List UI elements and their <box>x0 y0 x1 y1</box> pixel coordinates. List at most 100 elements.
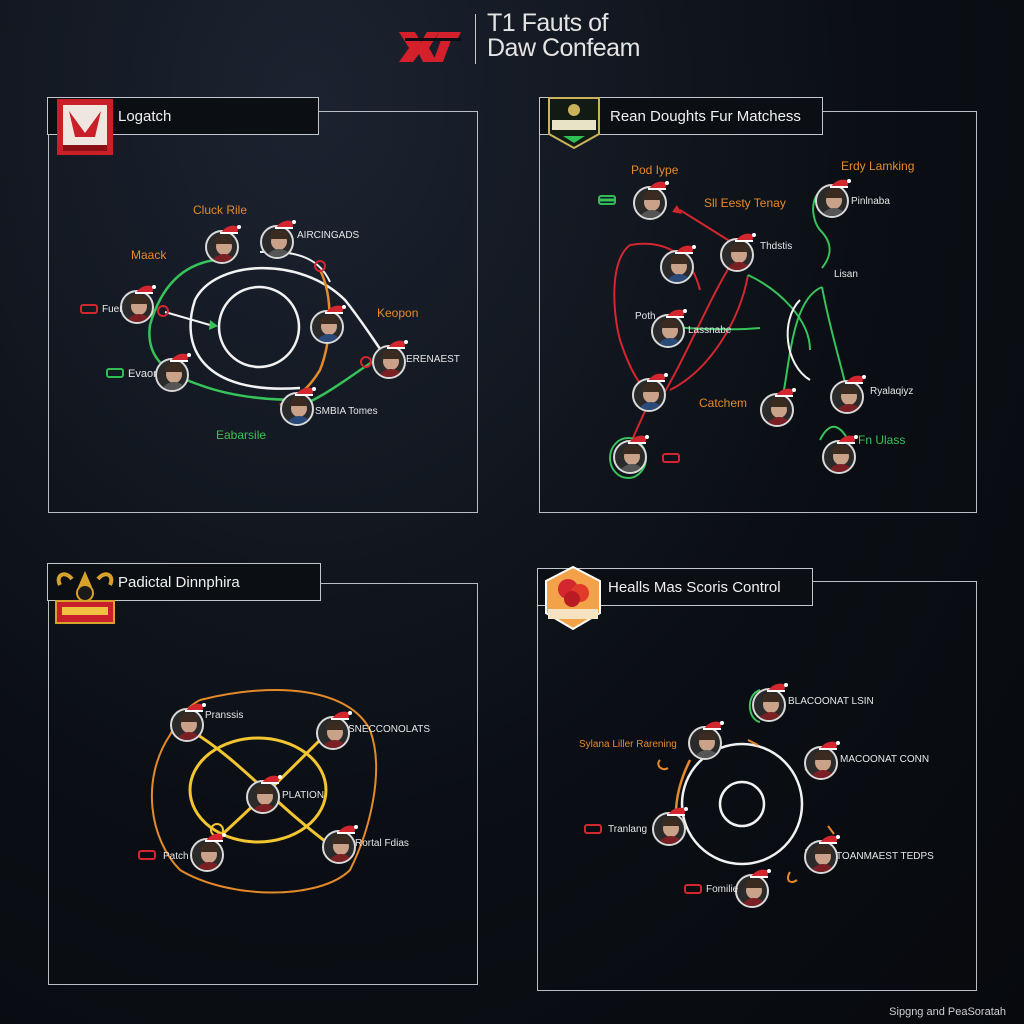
player-node[interactable] <box>205 230 239 264</box>
santa-hat-icon <box>767 683 788 692</box>
panel-title-text: Rean Doughts Fur Matchess <box>610 107 801 125</box>
player-node[interactable] <box>120 290 154 324</box>
node-label: Erdy Lamking <box>841 159 915 173</box>
node-label: SNECCONOLATS <box>348 724 431 735</box>
node-label: Fuer <box>102 304 123 315</box>
node-label: Thdstis <box>760 241 793 252</box>
panel-healls <box>537 581 977 991</box>
header-divider <box>475 14 476 64</box>
player-node[interactable] <box>830 380 864 414</box>
page-header: T1 Fauts of Daw Confeam <box>395 8 655 68</box>
player-node[interactable] <box>613 440 647 474</box>
player-node[interactable] <box>280 392 314 426</box>
panel-title-text: Logatch <box>118 107 172 125</box>
node-label: ERENAEST <box>406 354 460 365</box>
t1-logo-icon <box>399 32 461 62</box>
page-title: T1 Fauts of Daw Confeam <box>487 11 640 61</box>
player-node[interactable] <box>260 225 294 259</box>
player-node[interactable] <box>752 688 786 722</box>
santa-hat-icon <box>667 807 688 816</box>
footer-credit: Sipgng and PeaSoratah <box>889 1006 1006 1018</box>
node-label: BLACOONAT LSIN <box>788 696 874 707</box>
node-label: MACOONAT CONN <box>840 754 930 765</box>
node-label: PLATION <box>282 790 325 801</box>
santa-hat-icon <box>261 775 282 784</box>
node-label: Pod Iype <box>631 163 679 177</box>
player-node[interactable] <box>246 780 280 814</box>
team-badge-red-icon <box>57 99 113 155</box>
santa-hat-icon <box>845 375 866 384</box>
player-node[interactable] <box>651 314 685 348</box>
santa-hat-icon <box>647 373 668 382</box>
santa-hat-icon <box>775 388 796 397</box>
title-line-2: Daw Confeam <box>487 34 640 62</box>
santa-hat-icon <box>750 869 771 878</box>
santa-hat-icon <box>675 245 696 254</box>
santa-hat-icon <box>220 225 241 234</box>
node-label: Pinlnaba <box>851 196 890 207</box>
santa-hat-icon <box>275 220 296 229</box>
player-node[interactable] <box>633 186 667 220</box>
red-marker-icon <box>662 453 680 463</box>
santa-hat-icon <box>735 233 756 242</box>
player-node[interactable] <box>660 250 694 284</box>
player-node[interactable] <box>155 358 189 392</box>
player-node[interactable] <box>652 812 686 846</box>
santa-hat-icon <box>837 435 858 444</box>
santa-hat-icon <box>325 305 346 314</box>
red-marker-icon <box>138 850 156 860</box>
player-node[interactable] <box>632 378 666 412</box>
player-node[interactable] <box>688 726 722 760</box>
player-node[interactable] <box>322 830 356 864</box>
node-label: Lassnabe <box>688 325 732 336</box>
player-node[interactable] <box>190 838 224 872</box>
red-marker-icon <box>80 304 98 314</box>
player-node[interactable] <box>720 238 754 272</box>
node-label: Lisan <box>834 269 858 280</box>
santa-hat-icon <box>387 340 408 349</box>
player-node[interactable] <box>815 184 849 218</box>
team-badge-green-icon <box>548 97 600 150</box>
node-label: AIRCINGADS <box>297 230 360 241</box>
node-label: TOANMAEST TEDPS <box>836 851 934 862</box>
red-marker-icon <box>684 884 702 894</box>
player-node[interactable] <box>804 840 838 874</box>
santa-hat-icon <box>331 711 352 720</box>
green-marker-icon <box>106 368 124 378</box>
node-label: Poth <box>635 311 656 322</box>
santa-hat-icon <box>337 825 358 834</box>
node-label: Rortal Fdias <box>355 838 409 849</box>
santa-hat-icon <box>185 703 206 712</box>
node-label: Sll Eesty Tenay <box>704 196 786 210</box>
player-node[interactable] <box>316 716 350 750</box>
node-label: SMBIA Tomes <box>315 406 378 417</box>
santa-hat-icon <box>205 833 226 842</box>
red-marker-icon <box>584 824 602 834</box>
player-node[interactable] <box>735 874 769 908</box>
node-label: Patch <box>163 851 189 862</box>
santa-hat-icon <box>648 181 669 190</box>
santa-hat-icon <box>703 721 724 730</box>
player-node[interactable] <box>170 708 204 742</box>
santa-hat-icon <box>628 435 649 444</box>
node-label: Fomilie <box>706 884 739 895</box>
panel-title-text: Healls Mas Scoris Control <box>608 578 781 596</box>
santa-hat-icon <box>819 835 840 844</box>
team-badge-crest-icon <box>55 571 115 624</box>
node-label: Tranlang <box>608 824 648 835</box>
node-label: Ryalaqiyz <box>870 386 914 397</box>
node-label: Eabarsile <box>216 428 267 442</box>
player-node[interactable] <box>804 746 838 780</box>
player-node[interactable] <box>760 393 794 427</box>
santa-hat-icon <box>135 285 156 294</box>
santa-hat-icon <box>666 309 687 318</box>
santa-hat-icon <box>819 741 840 750</box>
player-node[interactable] <box>372 345 406 379</box>
node-label: Catchem <box>699 396 748 410</box>
node-label: Sylana Liller Rarening <box>579 739 677 750</box>
player-node[interactable] <box>822 440 856 474</box>
node-label: Cluck Rile <box>193 203 248 217</box>
santa-hat-icon <box>830 179 851 188</box>
player-node[interactable] <box>310 310 344 344</box>
node-label: Maack <box>131 248 167 262</box>
